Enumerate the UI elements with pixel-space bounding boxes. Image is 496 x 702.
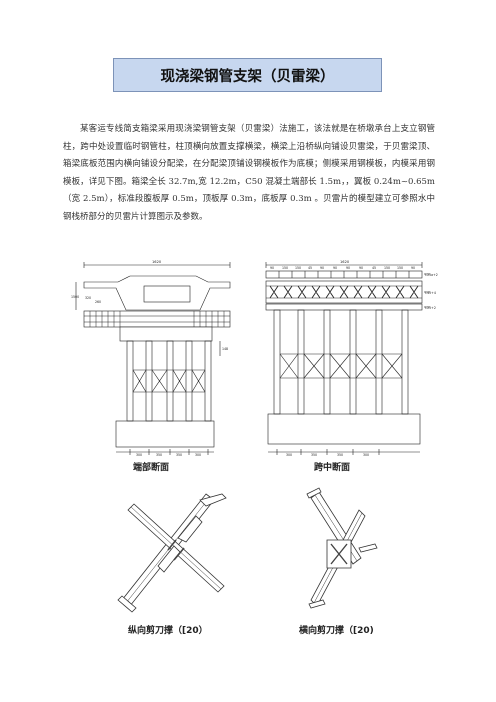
mid-top-dim-3: 150 [295, 266, 301, 270]
title-box: 现浇梁钢管支架（贝雷梁） [113, 58, 382, 92]
mid-top-dim-5: 90 [320, 266, 324, 270]
end-section-caption: 端部断面 [133, 463, 170, 473]
end-dim-b: 260 [95, 300, 101, 304]
mid-top-dim-1: 90 [270, 266, 274, 270]
mid-level-label-2: I-45+4 [425, 291, 436, 295]
mid-top-dim-8: 90 [359, 266, 363, 270]
end-bottom-dim-3: 350 [176, 453, 182, 457]
longitudinal-brace-drawing [117, 493, 227, 613]
mid-top-dim-7: 90 [346, 266, 350, 270]
end-section-drawing: 1620 320 260 1500 148 300 350 350 300 [71, 260, 231, 457]
end-bottom-dim-4: 300 [195, 453, 201, 457]
end-right-dim: 148 [222, 347, 228, 351]
body-paragraph: 某客运专线简支箱梁采用现浇梁钢管支架（贝雷梁）法施工，该法就是在桥墩承台上支立钢… [63, 124, 435, 222]
mid-section-drawing: 1620 90 150 150 45 90 90 90 90 45 150 15… [265, 260, 438, 457]
mid-bottom-dim-4: 300 [363, 453, 369, 457]
mid-level-label-3: I-25+2 [425, 306, 436, 310]
mid-top-dim-4: 45 [308, 266, 312, 270]
mid-top-dim-9: 45 [372, 266, 376, 270]
mid-bottom-dim-2: 350 [311, 453, 317, 457]
end-bottom-dim-1: 300 [136, 453, 142, 457]
end-bottom-dim-2: 350 [156, 453, 162, 457]
end-dim-a: 320 [85, 296, 91, 300]
mid-bottom-dim-3: 350 [337, 453, 343, 457]
mid-top-dim-11: 150 [397, 266, 403, 270]
mid-bottom-dim-1: 300 [286, 453, 292, 457]
mid-section-caption: 跨中断面 [314, 463, 351, 473]
end-top-dim: 1620 [152, 260, 162, 264]
mid-top-dim: 1620 [340, 260, 350, 264]
mid-level-label-1: I-25a+2 [425, 273, 438, 277]
mid-top-dim-12: 90 [411, 266, 415, 270]
mid-top-dim-2: 150 [282, 266, 288, 270]
longitudinal-brace-caption: 纵向剪刀撑（[20） [128, 626, 208, 636]
transverse-brace-caption: 横向剪刀撑（[20) [299, 626, 374, 636]
transverse-brace-drawing [306, 487, 378, 609]
mid-top-dim-10: 150 [384, 266, 390, 270]
mid-top-dim-6: 90 [333, 266, 337, 270]
page-title: 现浇梁钢管支架（贝雷梁） [160, 68, 335, 85]
end-side-dim: 1500 [71, 295, 79, 299]
